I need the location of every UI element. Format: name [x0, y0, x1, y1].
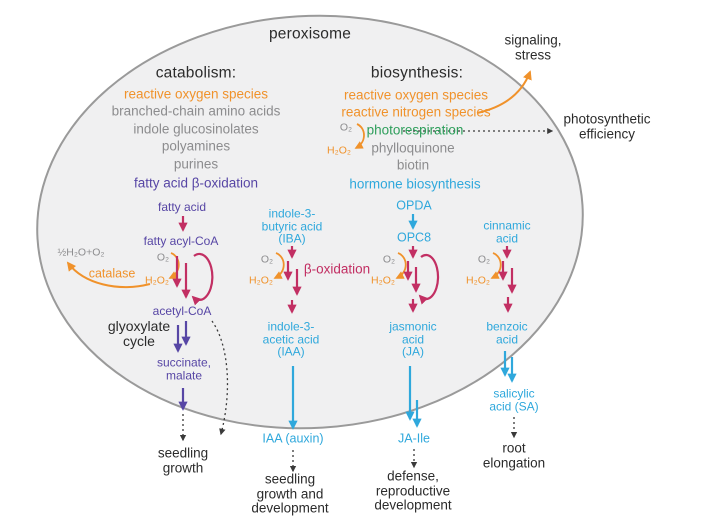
- o2-label-betaox4: O₂: [477, 253, 491, 266]
- o2-label-betaox3: O₂: [382, 253, 396, 266]
- label-glyoxylate-cycle: glyoxylate cycle: [107, 318, 171, 349]
- arrow-catalase: [66, 261, 151, 288]
- label-half-water-oxygen: ½H₂O+O₂: [57, 246, 105, 259]
- label-photosynthetic-efficiency: photosynthetic efficiency: [563, 111, 651, 141]
- catabolism-item-purines: purines: [173, 156, 219, 172]
- label-cinnamic-acid: cinnamic acid: [483, 218, 531, 245]
- h2o2-label-betaox4: H₂O₂: [466, 274, 490, 287]
- arrow-photorespiration-o2-h2o2: [354, 123, 365, 149]
- label-catalase: catalase: [88, 266, 136, 281]
- o2-label-betaox2: O₂: [260, 253, 274, 266]
- biosynthesis-item-hormone-biosynthesis: hormone biosynthesis: [349, 176, 481, 192]
- label-benzoic-acid: benzoic acid: [486, 319, 528, 346]
- arrow-betaox1-o2-h2o2: [168, 252, 180, 279]
- diagram-title: peroxisome: [268, 25, 352, 43]
- label-fatty-acyl-coa: fatty acyl-CoA: [143, 233, 219, 248]
- label-opc8: OPC8: [396, 230, 432, 245]
- arrow-betaox3-o2-h2o2: [395, 252, 407, 279]
- label-iaa: indole-3- acetic acid (IAA): [262, 319, 320, 359]
- arrow-ros-to-signaling: [476, 70, 532, 114]
- label-seedling-growth: seedling growth: [157, 445, 209, 475]
- label-salicylic-acid: salicylic acid (SA): [489, 386, 539, 413]
- catabolism-item-fatty-acid-beta-oxidation: fatty acid β-oxidation: [133, 175, 259, 191]
- label-fatty-acid: fatty acid: [157, 199, 207, 214]
- biosynthesis-item-biotin: biotin: [396, 157, 430, 173]
- peroxisome-membrane: [36, 14, 584, 430]
- arrow-betaox1-loop: [191, 252, 214, 306]
- arrow-betaox4-o2-h2o2: [490, 252, 502, 279]
- label-root-elongation: root elongation: [482, 440, 546, 470]
- label-beta-oxidation: β-oxidation: [303, 261, 371, 277]
- catabolism-item-polyamines: polyamines: [161, 138, 231, 154]
- label-defense-reproductive-development: defense, reproductive development: [374, 468, 452, 513]
- arrow-betaox2-o2-h2o2: [273, 252, 285, 279]
- label-seedling-growth-development: seedling growth and development: [251, 471, 329, 516]
- arrow-betaox3-loop: [418, 253, 440, 305]
- catabolism-heading: catabolism:: [155, 64, 237, 82]
- catabolism-item-bcaa: branched-chain amino acids: [111, 103, 281, 119]
- o2-label-photorespiration: O₂: [339, 121, 353, 134]
- label-jasmonic-acid: jasmonic acid (JA): [389, 319, 437, 359]
- catabolism-item-indole-glucosinolates: indole glucosinolates: [133, 121, 259, 137]
- h2o2-label-betaox2: H₂O₂: [249, 274, 273, 287]
- h2o2-label-betaox3: H₂O₂: [371, 274, 395, 287]
- label-iaa-auxin: IAA (auxin): [262, 431, 324, 446]
- biosynthesis-item-phylloquinone: phylloquinone: [371, 140, 455, 156]
- biosynthesis-item-ros: reactive oxygen species: [343, 87, 489, 103]
- label-acetyl-coa: acetyl-CoA: [152, 303, 212, 318]
- biosynthesis-item-photorespiration: photorespiration: [366, 122, 464, 138]
- label-signaling-stress: signaling, stress: [504, 32, 562, 62]
- biosynthesis-heading: biosynthesis:: [370, 64, 464, 82]
- label-opda: OPDA: [396, 198, 432, 213]
- biosynthesis-item-rns: reactive nitrogen species: [341, 104, 491, 120]
- label-succinate-malate: succinate, malate: [156, 355, 212, 382]
- label-iba: indole-3- butyric acid (IBA): [261, 206, 323, 246]
- h2o2-label-betaox1: H₂O₂: [145, 274, 169, 287]
- catabolism-item-ros: reactive oxygen species: [123, 86, 269, 102]
- o2-label-betaox1: O₂: [156, 251, 170, 264]
- h2o2-label-photorespiration: H₂O₂: [327, 144, 351, 157]
- label-ja-ile: JA-Ile: [398, 431, 430, 446]
